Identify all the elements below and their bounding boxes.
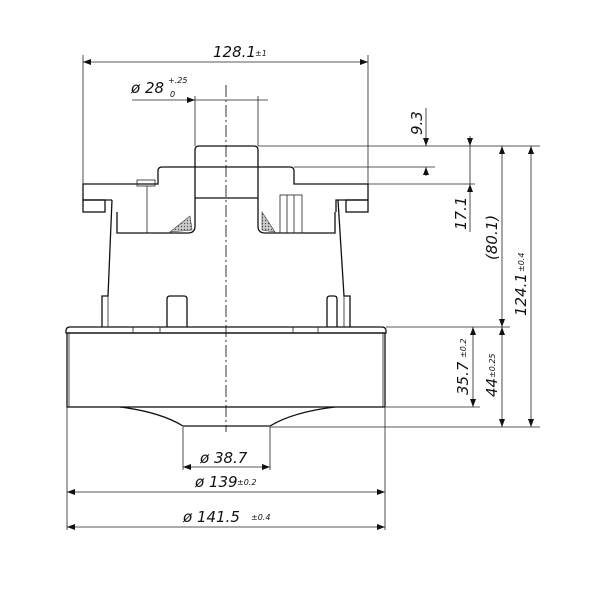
dim-139-tol: ±0.2 <box>237 478 256 487</box>
dim-35-7-tol: ±0.2 <box>459 339 468 358</box>
motor-body <box>82 145 369 327</box>
dim-35-7: 35.7 <box>454 361 472 395</box>
dim-80-1: (80.1) <box>483 215 501 260</box>
dim-128-1: 128.1 <box>213 43 256 61</box>
dim-128-1-tol: ±1 <box>255 49 267 58</box>
dim-28-tol-upper: +.25 <box>168 76 187 85</box>
dim-38-7: ø 38.7 <box>199 449 248 467</box>
extension-lines <box>66 55 540 530</box>
dim-141-5: ø 141.5 <box>182 508 240 526</box>
dim-17-1: 17.1 <box>452 197 470 230</box>
dim-124-1-tol: ±0.4 <box>517 253 526 272</box>
dim-28-tol-lower: 0 <box>170 90 175 99</box>
fan-housing <box>65 326 387 427</box>
dim-28: ø 28 <box>130 79 164 97</box>
dim-44-tol: ±0.25 <box>488 353 497 378</box>
dimension-labels: 128.1 ±1 ø 28 +.25 0 9.3 17.1 (80.1) 124… <box>130 43 530 526</box>
dimension-lines <box>67 59 534 530</box>
dim-124-1: 124.1 <box>512 273 530 316</box>
dim-141-5-tol: ±0.4 <box>251 513 270 522</box>
dim-139: ø 139 <box>194 473 238 491</box>
dim-44: 44 <box>483 378 501 397</box>
dim-9-3: 9.3 <box>408 111 426 135</box>
